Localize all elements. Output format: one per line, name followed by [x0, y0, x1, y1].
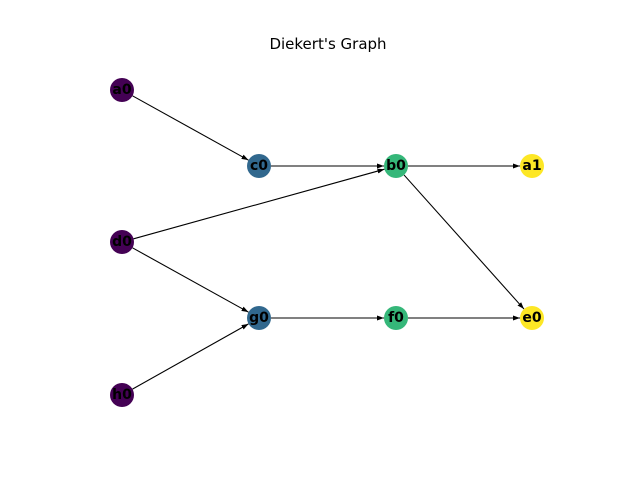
- node-label: d0: [112, 234, 132, 250]
- node-circle: [520, 306, 544, 330]
- edge-b0-e0: [403, 174, 525, 310]
- node-label: e0: [522, 310, 541, 326]
- node-circle: [110, 383, 134, 407]
- node-circle: [110, 230, 134, 254]
- edge-a0-c0: [132, 95, 249, 161]
- node-e0: e0: [520, 306, 544, 330]
- node-circle: [384, 154, 408, 178]
- node-label: f0: [388, 310, 404, 326]
- node-a1: a1: [520, 154, 544, 178]
- node-circle: [520, 154, 544, 178]
- node-c0: c0: [247, 154, 271, 178]
- node-circle: [384, 306, 408, 330]
- edges-layer: [132, 95, 525, 390]
- node-label: c0: [250, 158, 268, 174]
- node-h0: h0: [110, 383, 134, 407]
- node-circle: [110, 78, 134, 102]
- node-g0: g0: [247, 306, 271, 330]
- node-label: g0: [249, 310, 269, 326]
- node-a0: a0: [110, 78, 134, 102]
- node-circle: [247, 154, 271, 178]
- graph-title: Diekert's Graph: [269, 35, 386, 53]
- node-label: b0: [386, 158, 406, 174]
- edge-h0-g0: [132, 323, 249, 390]
- node-d0: d0: [110, 230, 134, 254]
- node-label: a1: [522, 158, 541, 174]
- edge-d0-b0: [133, 168, 385, 240]
- node-f0: f0: [384, 306, 408, 330]
- node-circle: [247, 306, 271, 330]
- node-label: h0: [112, 387, 132, 403]
- edge-d0-g0: [132, 247, 249, 313]
- node-label: a0: [112, 82, 131, 98]
- nodes-layer: a0 d0 h0 c0 g0 b0 f0 a1 e0: [110, 78, 544, 407]
- node-b0: b0: [384, 154, 408, 178]
